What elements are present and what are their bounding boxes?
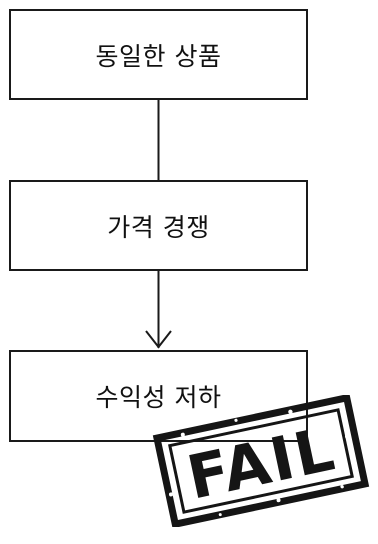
stamp-outer-frame [152, 395, 370, 527]
step-label: 동일한 상품 [95, 41, 222, 71]
step-box-price-competition: 가격 경쟁 [9, 180, 308, 271]
arrowhead-icon [145, 330, 172, 349]
stamp-inner-frame [168, 408, 354, 514]
stamp-distress [168, 409, 349, 517]
step-label: 가격 경쟁 [107, 212, 210, 242]
step-label: 수익성 저하 [95, 383, 222, 412]
fail-stamp: FAIL [152, 395, 370, 527]
step-box-same-product: 동일한 상품 [9, 9, 308, 100]
